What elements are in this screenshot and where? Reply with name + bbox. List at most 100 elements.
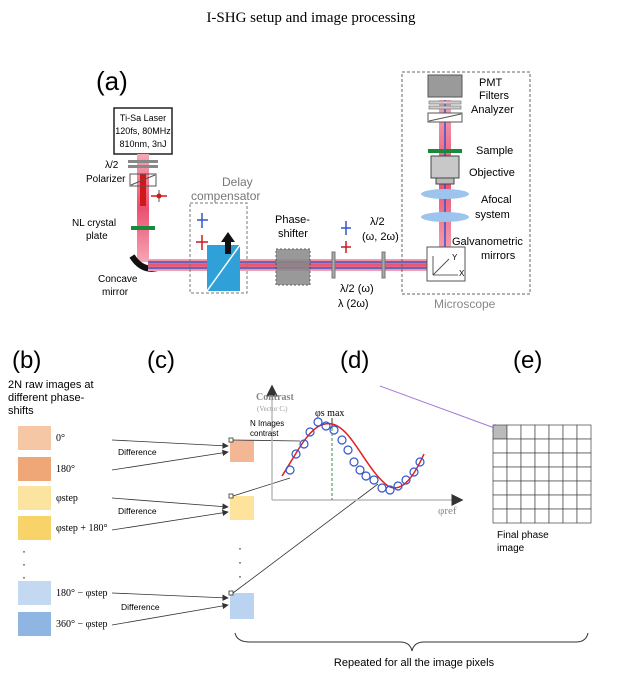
final-phase-caption-2: image	[497, 543, 525, 554]
contrast-data-point	[337, 435, 347, 445]
final-phase-pixel	[576, 424, 592, 440]
contrast-data-point	[393, 481, 403, 491]
contrast-data-point	[305, 427, 315, 437]
half-wave-plate-1	[128, 160, 158, 168]
half-wave-top-2: (ω, 2ω)	[362, 231, 399, 243]
panel-c-dots: ·	[238, 541, 242, 555]
nl-crystal-label-1: NL crystal	[72, 218, 116, 229]
final-phase-pixel	[506, 424, 522, 440]
polarizer	[129, 173, 157, 187]
final-phase-pixel	[548, 466, 564, 482]
final-phase-pixel	[534, 424, 550, 440]
difference-label-1: Difference	[118, 447, 157, 457]
final-phase-pixel	[492, 424, 508, 440]
objective-label: Objective	[469, 167, 515, 179]
sample-label: Sample	[476, 145, 513, 157]
contrast-axes	[266, 384, 464, 506]
polarization-mark-1	[151, 190, 167, 202]
panel-a-label: (a)	[96, 66, 128, 96]
galvo-label-1: Galvanometric	[452, 236, 523, 248]
raw-image-swatch	[18, 581, 51, 605]
final-phase-pixel	[548, 508, 564, 524]
final-phase-pixel	[492, 494, 508, 510]
polarization-mark-2	[196, 213, 208, 250]
final-phase-pixel	[520, 466, 536, 482]
vertical-dots: ·	[22, 544, 26, 558]
final-phase-pixel	[506, 508, 522, 524]
final-phase-pixel	[506, 466, 522, 482]
contrast-data-point	[291, 449, 301, 459]
objective	[430, 155, 460, 185]
final-phase-pixel	[562, 438, 578, 454]
final-phase-pixel	[492, 508, 508, 524]
final-phase-pixel	[520, 424, 536, 440]
n-images-label-2: contrast	[250, 429, 279, 438]
final-phase-pixel	[576, 452, 592, 468]
galvo-label-2: mirrors	[481, 250, 516, 262]
final-phase-pixel	[576, 466, 592, 482]
axis-y-label: Y	[452, 253, 458, 262]
filters-label: Filters	[479, 90, 509, 102]
raw-image-swatch	[18, 426, 51, 450]
final-phase-pixel	[534, 508, 550, 524]
difference-arrows	[111, 439, 229, 626]
contrast-data-point	[343, 445, 353, 455]
final-phase-pixel	[534, 494, 550, 510]
final-phase-grid	[492, 424, 592, 524]
wave-plate-top	[381, 251, 386, 279]
half-wave-top-1: λ/2	[370, 216, 385, 228]
final-phase-pixel	[548, 438, 564, 454]
final-phase-pixel	[520, 452, 536, 468]
phase-shifter-label-2: shifter	[278, 228, 308, 240]
final-phase-pixel	[576, 480, 592, 496]
microscope-label: Microscope	[434, 297, 496, 311]
phase-peak-label: φs max	[315, 408, 344, 419]
concave-label-2: mirror	[102, 287, 129, 298]
difference-label-3: Difference	[121, 602, 160, 612]
raw-image-phase-label: 0°	[56, 433, 65, 444]
phase-shifter-label-1: Phase-	[275, 214, 310, 226]
panel-d-label: (d)	[340, 347, 369, 374]
pixel-to-image-arrow	[379, 385, 501, 432]
sample	[428, 149, 462, 153]
contrast-data-point	[377, 483, 387, 493]
final-phase-pixel	[492, 480, 508, 496]
concave-label-1: Concave	[98, 274, 138, 285]
final-phase-pixel	[506, 452, 522, 468]
contrast-data-point	[385, 485, 395, 495]
axis-x-label: X	[459, 269, 465, 278]
final-phase-pixel	[520, 508, 536, 524]
final-phase-pixel	[520, 480, 536, 496]
contrast-data-point	[321, 421, 331, 431]
final-phase-pixel	[492, 438, 508, 454]
panel-e-label: (e)	[513, 347, 542, 374]
raw-image-swatch	[18, 612, 51, 636]
final-phase-pixel	[534, 466, 550, 482]
final-phase-pixel	[576, 438, 592, 454]
half-wave-bottom-2: λ (2ω)	[338, 298, 369, 310]
repeat-brace	[234, 632, 589, 652]
laser-line-2: 120fs, 80MHz	[115, 126, 171, 136]
contrast-data-point	[409, 467, 419, 477]
final-phase-pixel	[492, 466, 508, 482]
raw-image-phase-label: φstep + 180°	[56, 523, 108, 534]
raw-image-phase-label: 360° − φstep	[56, 619, 108, 630]
pixel-to-curve-lines	[232, 439, 379, 594]
delay-compensator-box	[189, 202, 248, 294]
raw-image-phase-label: φstep	[56, 493, 78, 504]
delay-prism	[206, 232, 241, 292]
filters	[428, 100, 462, 110]
wave-plate-bottom	[331, 251, 336, 279]
contrast-data-point	[369, 475, 379, 485]
final-phase-pixel	[576, 508, 592, 524]
analyzer-label: Analyzer	[471, 104, 514, 116]
final-phase-caption-1: Final phase	[497, 530, 549, 541]
afocal-lenses	[421, 189, 469, 222]
n-images-label-1: N Images	[250, 419, 284, 428]
panel-b-caption-3: shifts	[8, 405, 34, 417]
repeat-caption: Repeated for all the image pixels	[334, 657, 495, 669]
afocal-label-1: Afocal	[481, 194, 512, 206]
delay-label-2: compensator	[191, 189, 260, 203]
